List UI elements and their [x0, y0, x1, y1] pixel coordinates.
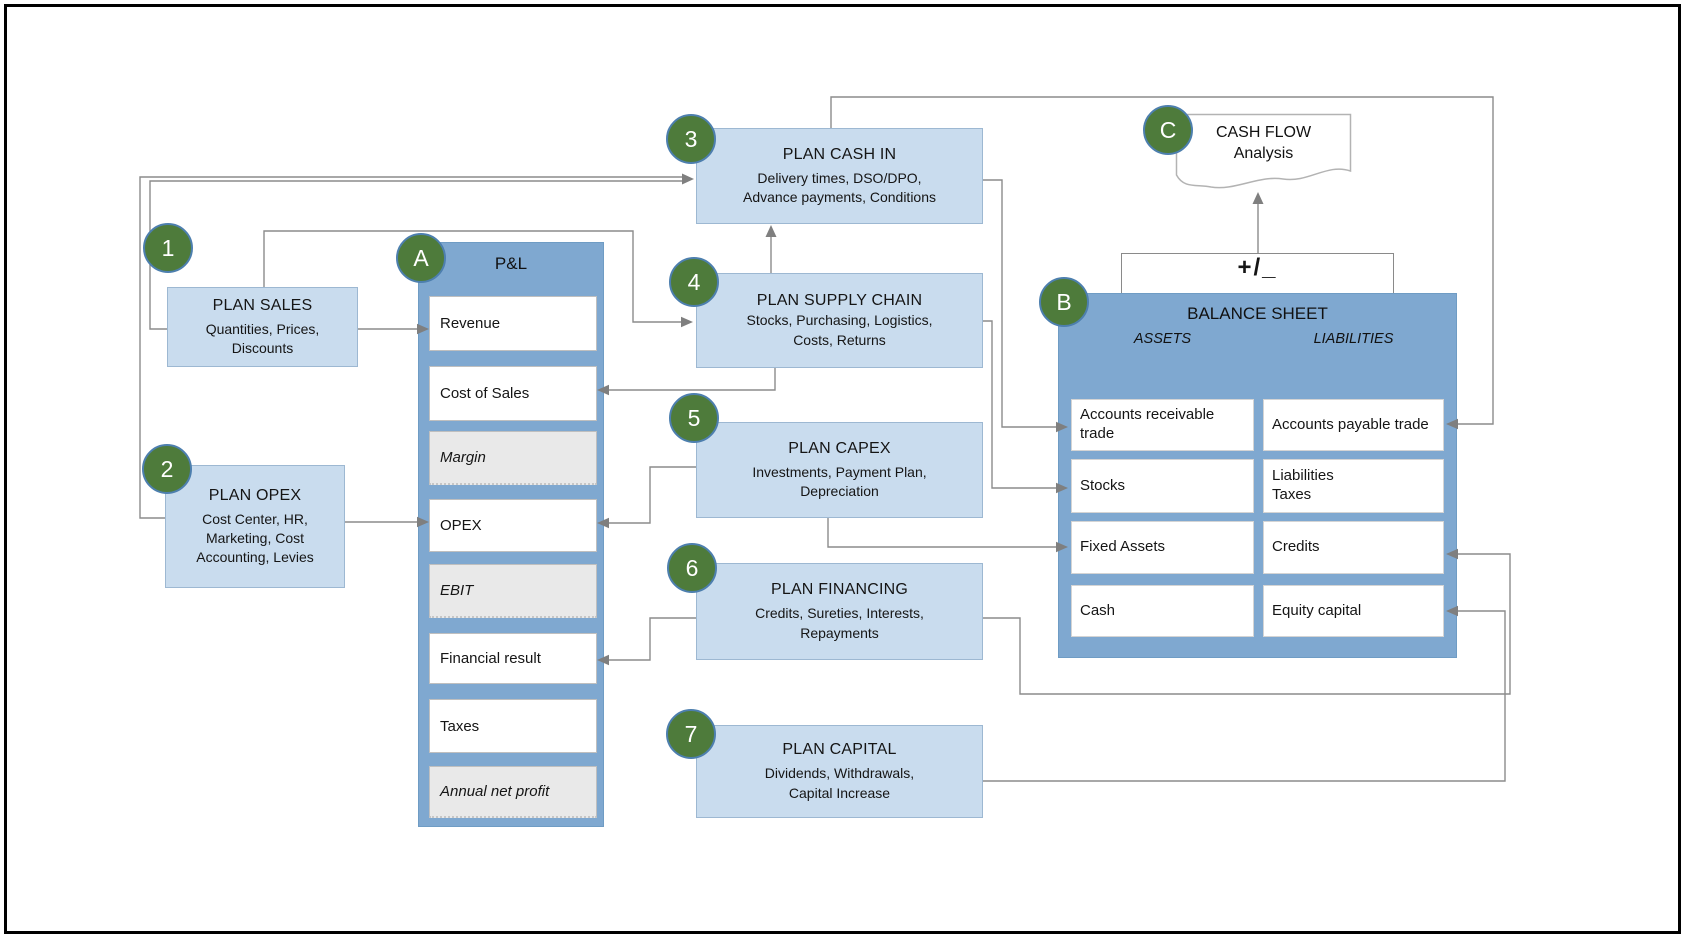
pnl-title: P&L — [494, 254, 528, 273]
plus-minus-label: +/_ — [1237, 254, 1278, 281]
pnl-row-ebit: EBIT — [429, 564, 597, 618]
pnl-row-annual-net-profit: Annual net profit — [429, 766, 597, 818]
plan-cash-in-box: PLAN CASH IN Delivery times, DSO/DPO, Ad… — [696, 128, 983, 224]
asset-cell-cash: Cash — [1071, 585, 1254, 637]
step-badge-b: B — [1039, 277, 1089, 327]
step-badge-c: C — [1143, 105, 1193, 155]
pnl-row-revenue: Revenue — [429, 296, 597, 351]
asset-cell-fixed-assets: Fixed Assets — [1071, 521, 1254, 574]
plan-financing-box: PLAN FINANCING Credits, Sureties, Intere… — [696, 563, 983, 660]
plan-cash-in-title: PLAN CASH IN — [782, 145, 897, 163]
connector-supplychain-stocks — [983, 320, 1057, 489]
pnl-row-margin: Margin — [429, 431, 597, 485]
step-badge-6: 6 — [667, 543, 717, 593]
arrowhead — [765, 225, 777, 237]
plan-opex-subtitle: Cost Center, HR, Marketing, Cost Account… — [196, 510, 314, 566]
liability-cell-accounts-payable: Accounts payable trade — [1263, 399, 1444, 451]
pnl-row-cost-of-sales: Cost of Sales — [429, 366, 597, 421]
plan-capex-title: PLAN CAPEX — [788, 439, 891, 457]
balance-sheet-title: BALANCE SHEET — [1187, 304, 1328, 323]
pnl-panel: P&L Revenue Cost of Sales Margin OPEX EB… — [418, 242, 604, 827]
liability-cell-equity-capital: Equity capital — [1263, 585, 1444, 637]
connector-capex-opex — [609, 466, 696, 524]
step-badge-7: 7 — [666, 709, 716, 759]
plan-opex-box: PLAN OPEX Cost Center, HR, Marketing, Co… — [165, 465, 345, 588]
plan-sales-title: PLAN SALES — [212, 296, 313, 314]
step-badge-a: A — [396, 233, 446, 283]
pnl-row-opex: OPEX — [429, 499, 597, 552]
assets-column-header: ASSETS — [1133, 331, 1192, 347]
plan-sales-subtitle: Quantities, Prices, Discounts — [205, 320, 320, 356]
plan-capex-subtitle: Investments, Payment Plan, Depreciation — [752, 463, 927, 499]
asset-cell-stocks: Stocks — [1071, 459, 1254, 513]
plan-supply-chain-box: PLAN SUPPLY CHAIN Stocks, Purchasing, Lo… — [696, 273, 983, 368]
balance-sheet-panel: BALANCE SHEET ASSETS LIABILITIES Account… — [1058, 293, 1457, 658]
step-badge-3: 3 — [666, 114, 716, 164]
step-badge-4: 4 — [669, 257, 719, 307]
plan-capital-box: PLAN CAPITAL Dividends, Withdrawals, Cap… — [696, 725, 983, 818]
pnl-row-taxes: Taxes — [429, 699, 597, 753]
connector-financing-financialresult — [609, 617, 696, 661]
connector-supplychain-costofsales — [609, 368, 776, 391]
plan-capital-subtitle: Dividends, Withdrawals, Capital Increase — [764, 765, 915, 801]
connector-capex-fixedassets — [827, 518, 1057, 548]
arrowhead — [681, 316, 693, 328]
plan-financing-title: PLAN FINANCING — [770, 581, 909, 599]
plan-capital-title: PLAN CAPITAL — [782, 741, 897, 759]
step-badge-1: 1 — [143, 223, 193, 273]
asset-cell-accounts-receivable: Accounts receivable trade — [1071, 399, 1254, 451]
cash-flow-title: CASH FLOW Analysis — [1215, 124, 1312, 162]
liabilities-column-header: LIABILITIES — [1313, 331, 1394, 347]
plan-financing-subtitle: Credits, Sureties, Interests, Repayments — [755, 605, 924, 641]
plan-opex-title: PLAN OPEX — [208, 486, 302, 504]
plan-capex-box: PLAN CAPEX Investments, Payment Plan, De… — [696, 422, 983, 518]
step-badge-2: 2 — [142, 444, 192, 494]
plan-cash-in-subtitle: Delivery times, DSO/DPO, Advance payment… — [743, 169, 936, 205]
plan-supply-chain-subtitle: Stocks, Purchasing, Logistics, Costs, Re… — [746, 312, 933, 348]
liability-cell-credits: Credits — [1263, 521, 1444, 574]
plan-supply-chain-title: PLAN SUPPLY CHAIN — [756, 292, 923, 310]
arrowhead — [682, 173, 694, 185]
cash-flow-document: CASH FLOW Analysis — [1175, 113, 1352, 203]
step-badge-5: 5 — [669, 393, 719, 443]
plan-sales-box: PLAN SALES Quantities, Prices, Discounts — [167, 287, 358, 367]
liability-cell-liabilities-taxes: Liabilities Taxes — [1263, 459, 1444, 513]
pnl-row-financial-result: Financial result — [429, 633, 597, 684]
